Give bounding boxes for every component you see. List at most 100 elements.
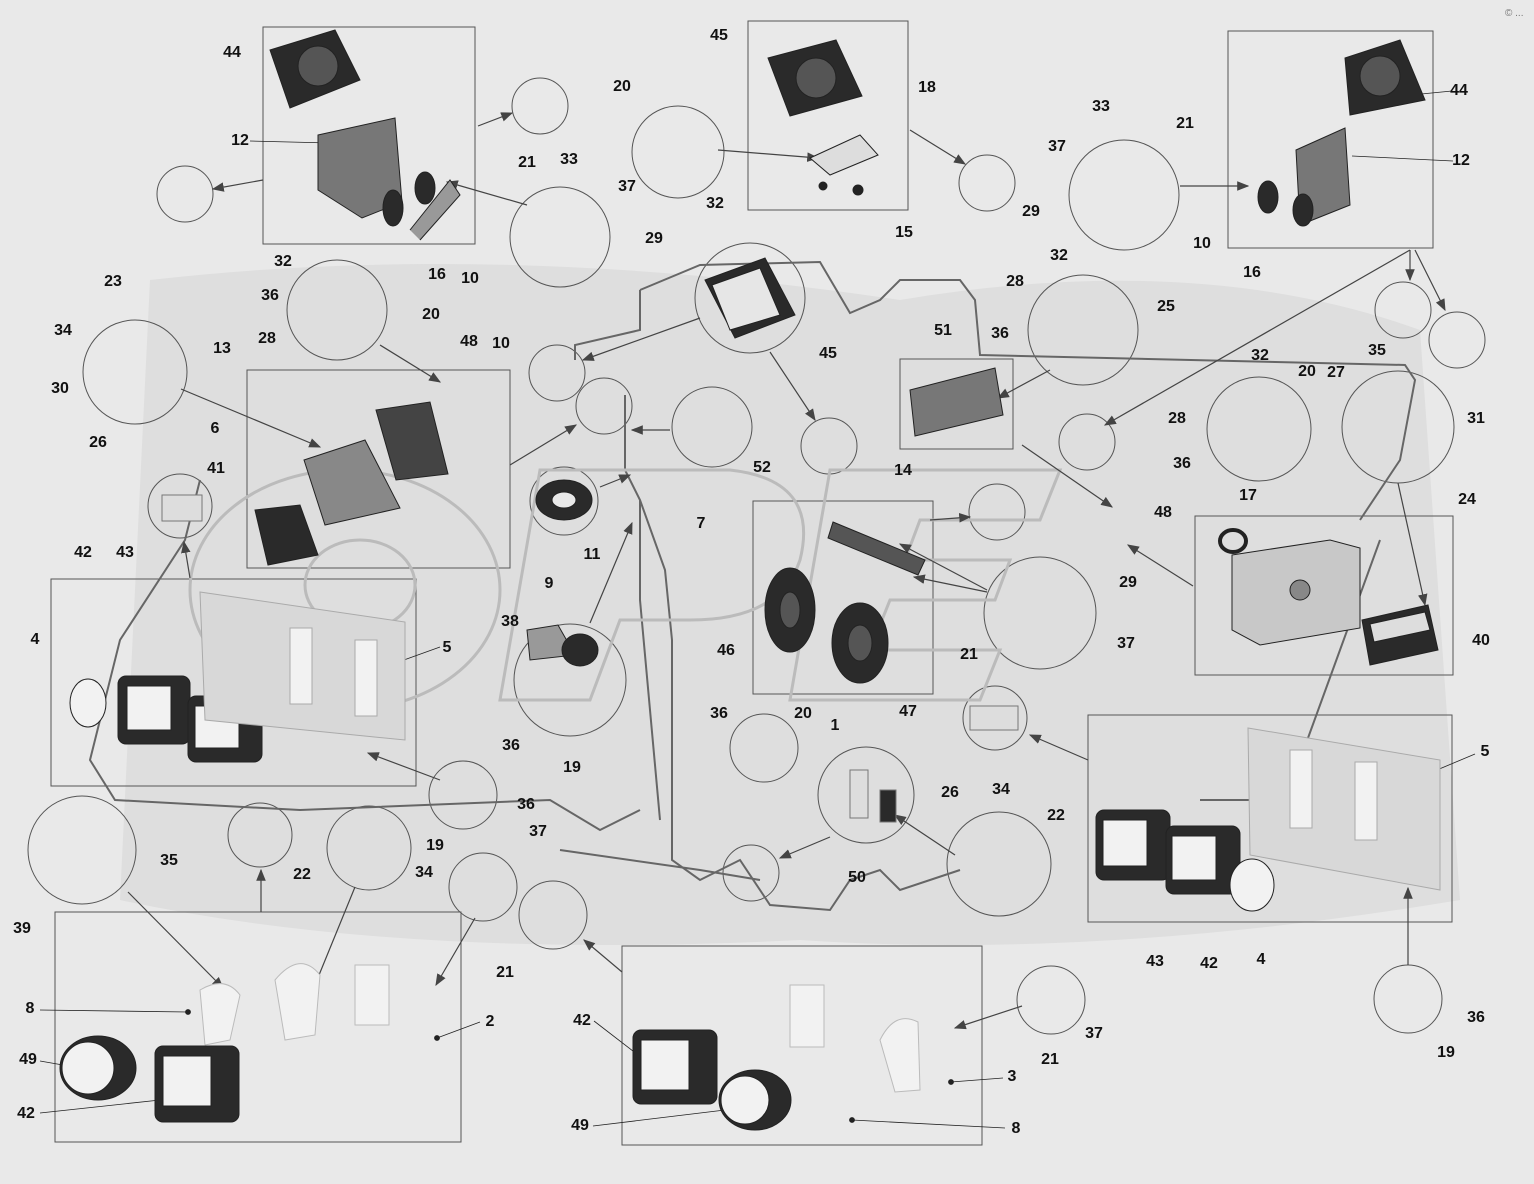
callout-32: 32 [706,195,724,212]
callout-10: 10 [492,335,510,352]
callout-20: 20 [422,306,440,323]
callout-32: 32 [274,253,292,270]
callout-43: 43 [1146,953,1164,970]
group-boxes [50,20,1454,1146]
light-4-right [1229,858,1275,912]
connectors [161,494,1019,823]
callout-21: 21 [496,964,514,981]
callout-5: 5 [443,639,452,656]
callout-20: 20 [1298,363,1316,380]
callout-19: 19 [563,759,581,776]
callout-50: 50 [848,869,866,886]
callout-44: 44 [223,44,241,61]
callout-14: 14 [894,462,912,479]
callout-37: 37 [618,178,636,195]
callout-28: 28 [1168,410,1186,427]
callout-33: 33 [1092,98,1110,115]
light-42-bumper-center [632,1029,718,1105]
callout-44: 44 [1450,82,1468,99]
callout-46: 46 [717,642,735,659]
horn-46 [764,567,816,653]
callout-36: 36 [991,325,1009,342]
callout-48: 48 [460,333,478,350]
callout-43: 43 [116,544,134,561]
lamp-bracket-13 [375,401,449,481]
callout-51: 51 [934,322,952,339]
box-horns [752,500,934,695]
callout-42: 42 [74,544,92,561]
callout-47: 47 [899,703,917,720]
callout-26: 26 [941,784,959,801]
callout-42: 42 [573,1012,591,1029]
callout-41: 41 [207,460,225,477]
callout-24: 24 [1458,491,1476,508]
callout-22: 22 [293,866,311,883]
callout-49: 49 [571,1117,589,1134]
callout-18: 18 [918,79,936,96]
light-43-right [1095,809,1171,881]
box-bracket-right-top [1227,30,1434,249]
callout-10: 10 [461,270,479,287]
panel-51 [909,367,1004,437]
callout-37: 37 [1117,635,1135,652]
light-4-left [69,678,107,728]
callout-32: 32 [1251,347,1269,364]
bracket-14 [827,521,926,576]
light-49-bumper-left [59,1035,137,1101]
clamps-16-10-left [382,171,461,241]
callout-19: 19 [426,837,444,854]
light-49-bumper-center [718,1069,792,1131]
callout-42: 42 [1200,955,1218,972]
callout-45: 45 [710,27,728,44]
callout-19: 19 [1437,1044,1455,1061]
clamp-9 [526,624,599,667]
callout-2: 2 [486,1013,495,1030]
callout-4: 4 [31,631,40,648]
callout-31: 31 [1467,410,1485,427]
horn-44-left [269,29,361,109]
callout-36: 36 [1467,1009,1485,1026]
callout-21: 21 [518,154,536,171]
box-bracket-left-top [262,26,476,245]
lamp-6 [303,439,401,526]
panel-5-right [1247,727,1441,891]
callout-16: 16 [428,266,446,283]
callout-3: 3 [1008,1068,1017,1085]
box-lamp-box-17 [1194,515,1454,676]
bumper-pieces-left [199,963,390,1046]
callout-49: 49 [19,1051,37,1068]
callout-37: 37 [1048,138,1066,155]
callout-16: 16 [1243,264,1261,281]
box-lamp-housing [246,369,511,569]
ring-11 [535,479,593,521]
callout-37: 37 [529,823,547,840]
callout-5: 5 [1481,743,1490,760]
box-panel-51 [899,358,1014,450]
panel-5-left [199,591,406,741]
leader-arrows [127,112,1446,1030]
callout-22: 22 [1047,807,1065,824]
callout-20: 20 [613,78,631,95]
callout-29: 29 [645,230,663,247]
bracket-12-left [317,117,403,219]
callout-36: 36 [517,796,535,813]
callout-30: 30 [51,380,69,397]
box-front-lights-right [1087,714,1453,923]
callout-21: 21 [1176,115,1194,132]
callout-23: 23 [104,273,122,290]
watermark-text: © ... [1505,8,1523,19]
callout-48: 48 [1154,504,1172,521]
callout-7: 7 [697,515,706,532]
detail-circles [27,77,1486,1035]
callout-38: 38 [501,613,519,630]
callout-21: 21 [1041,1051,1059,1068]
callout-42: 42 [17,1105,35,1122]
callout-27: 27 [1327,364,1345,381]
callout-36: 36 [1173,455,1191,472]
callout-13: 13 [213,340,231,357]
clamps-16-10-right [1257,180,1314,227]
horn-47 [831,602,889,684]
callout-1: 1 [831,717,840,734]
